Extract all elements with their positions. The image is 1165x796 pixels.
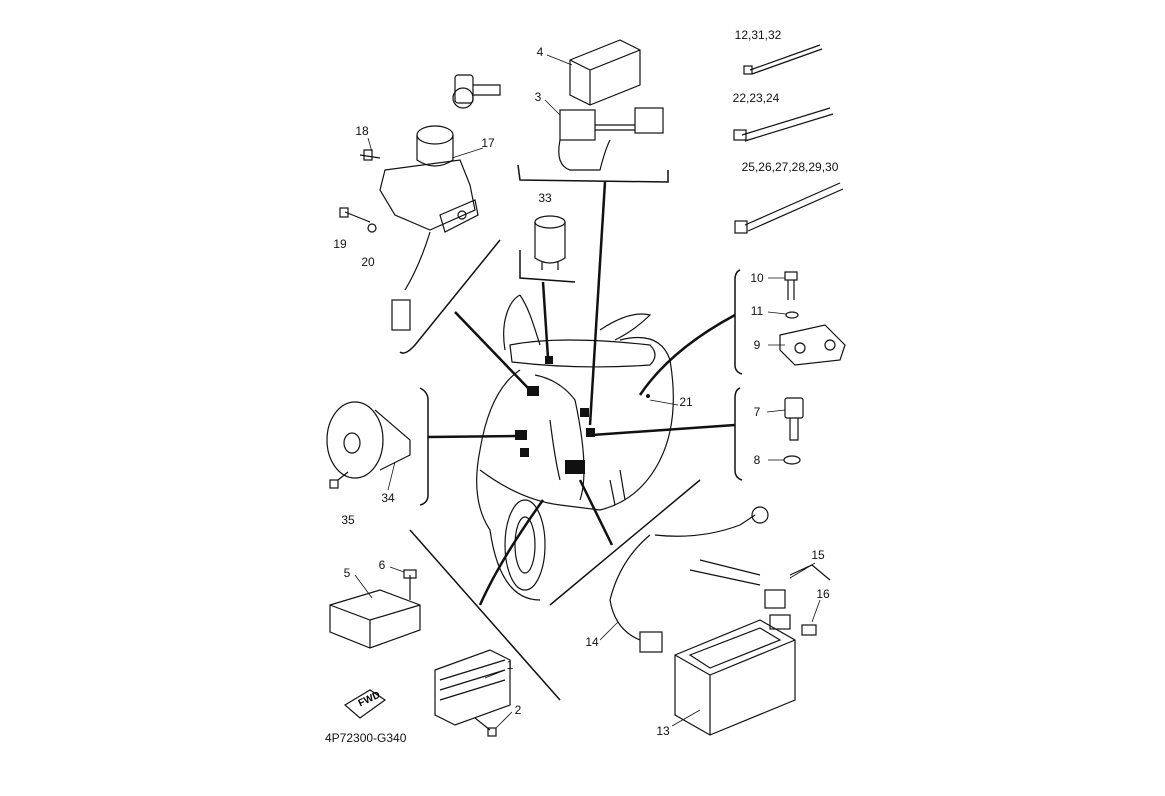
reference-lines [427, 181, 736, 606]
callout-9[interactable]: 9 [753, 338, 761, 352]
fwd-arrow-icon [343, 689, 387, 719]
thermo-switch-part [783, 397, 804, 465]
cdi-unit-part [558, 39, 664, 171]
callout-10[interactable]: 10 [750, 271, 764, 285]
main-switch-part [339, 74, 501, 331]
callout-1[interactable]: 1 [506, 658, 514, 672]
callout-13[interactable]: 13 [656, 724, 670, 738]
group-brackets [399, 164, 743, 701]
callout-34[interactable]: 34 [381, 491, 395, 505]
callout-16[interactable]: 16 [816, 587, 830, 601]
battery-part [674, 619, 796, 736]
callout-15[interactable]: 15 [811, 548, 825, 562]
callout-17[interactable]: 17 [481, 136, 495, 150]
callout-2[interactable]: 2 [514, 703, 522, 717]
callout-4[interactable]: 4 [536, 45, 544, 59]
callout-19[interactable]: 19 [333, 237, 347, 251]
callout-35[interactable]: 35 [341, 513, 355, 527]
callout-33[interactable]: 33 [538, 191, 552, 205]
callout-20[interactable]: 20 [361, 255, 375, 269]
scooter-outline [476, 294, 674, 601]
callout-11[interactable]: 11 [750, 304, 764, 318]
callout-6[interactable]: 6 [378, 558, 386, 572]
sensor-part [779, 271, 846, 366]
callout-leaders [354, 54, 821, 729]
connector-marks [515, 356, 650, 474]
callout-21[interactable]: 21 [679, 395, 693, 409]
callout-22-23-24[interactable]: 22,23,24 [732, 91, 780, 105]
callout-25-30[interactable]: 25,26,27,28,29,30 [741, 160, 839, 174]
flasher-relay-part [534, 215, 566, 270]
callout-18[interactable]: 18 [355, 124, 369, 138]
cable-ties [733, 44, 844, 234]
callout-8[interactable]: 8 [753, 453, 761, 467]
battery-lead-part [609, 506, 769, 653]
ecu-part [329, 569, 421, 649]
callout-7[interactable]: 7 [753, 405, 761, 419]
horn-part [326, 401, 411, 489]
rectifier-regulator-part [343, 649, 511, 737]
callout-14[interactable]: 14 [585, 635, 599, 649]
fuse-holder-part [689, 559, 831, 636]
callout-12-31-32[interactable]: 12,31,32 [734, 28, 782, 42]
diagram-code: 4P72300-G340 [325, 731, 407, 745]
callout-3[interactable]: 3 [534, 90, 542, 104]
callout-5[interactable]: 5 [343, 566, 351, 580]
